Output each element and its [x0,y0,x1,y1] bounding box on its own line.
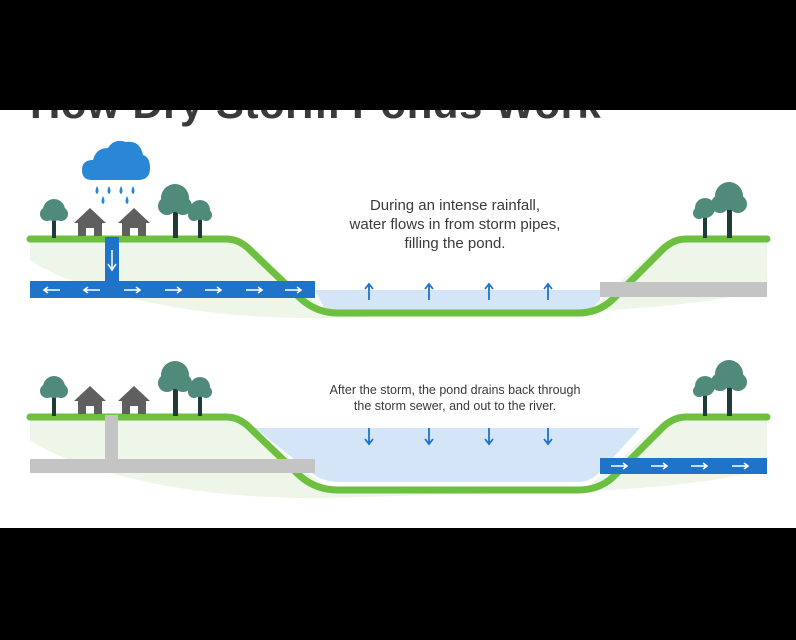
arrow-icon [543,428,553,446]
raindrop-icon [107,186,111,194]
vertical-drain-pipe [105,415,118,460]
filling-scene [26,140,771,319]
tree-icon [711,360,747,416]
pond-grass-outline [26,235,771,317]
pond-grass-outline [26,413,771,494]
arrow-icon [107,250,117,272]
draining-scene [26,360,771,499]
trees-left [40,361,212,416]
tree-icon [693,198,715,238]
raindrop-icon [125,196,129,204]
tree-icon [693,376,715,416]
tree-icon [711,182,747,238]
trees-right [693,182,747,238]
house-icon [118,208,150,236]
arrow-icon [732,462,750,470]
caption-line: the storm sewer, and out to the river. [353,399,557,413]
tree-icon [40,199,68,238]
raindrop-icon [95,186,99,194]
trees-left [40,184,212,238]
caption-line: After the storm, the pond drains back th… [329,383,581,397]
draining-arrows [364,428,553,446]
arrow-icon [484,282,494,300]
storm-pond-diagram [26,140,771,499]
cloud-icon [82,140,150,180]
rainfall-caption: During an intense rainfall, water flows … [300,196,610,253]
tree-icon [188,377,212,416]
arrow-icon [124,286,142,294]
pipe-arrows [42,286,303,294]
raindrop-icon [101,196,105,204]
arrow-icon [484,428,494,446]
arrow-icon [543,282,553,300]
tree-icon [158,361,192,416]
raindrop-icon [131,186,135,194]
tree-icon [40,376,68,416]
arrow-icon [246,286,264,294]
arrow-icon [691,462,709,470]
arrow-icon [424,282,434,300]
ground-fill [30,416,767,499]
ground-fill [30,238,767,319]
caption-line: During an intense rainfall, [369,197,541,214]
arrow-icon [424,428,434,446]
page-title: How Dry Storm Ponds Work [30,110,601,128]
caption-line: water flows in from storm pipes, [349,216,561,233]
arrow-icon [82,286,100,294]
arrow-icon [611,462,629,470]
arrow-icon [205,286,223,294]
pond-water [255,428,640,482]
tree-icon [158,184,192,238]
diagram-panel: How Dry Storm Ponds Work During an inten… [0,110,796,528]
house-icon [74,386,106,414]
raindrop-icon [119,186,123,194]
arrow-icon [651,462,669,470]
arrow-icon [364,428,374,446]
arrow-icon [165,286,183,294]
house-icon [118,386,150,414]
arrow-icon [364,282,374,300]
house-icon [74,208,106,236]
rain [95,186,135,204]
inflow-pipe [30,459,315,473]
rising-arrows [364,282,553,300]
trees-right [693,360,747,416]
houses [74,386,150,414]
pond-water [315,290,600,310]
caption-line: filling the pond. [404,235,506,252]
arrow-icon [42,286,60,294]
tree-icon [188,200,212,238]
drain-caption: After the storm, the pond drains back th… [295,382,615,414]
outflow-pipe [600,458,767,474]
arrow-icon [285,286,303,294]
houses [74,208,150,236]
pipe-arrows [611,462,750,470]
outflow-pipe [600,282,767,297]
